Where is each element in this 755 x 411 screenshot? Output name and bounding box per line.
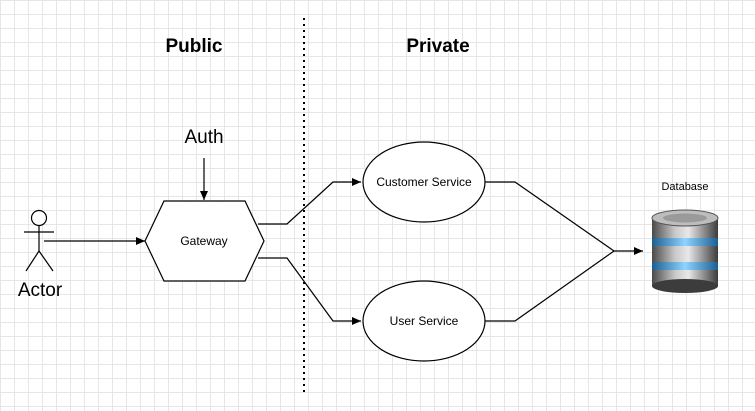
stick-figure-icon — [24, 209, 54, 272]
gateway-to-user-arrow — [258, 257, 361, 325]
customer-service-label: Customer Service — [376, 175, 472, 189]
database-label: Database — [661, 181, 708, 193]
auth-label: Auth — [184, 127, 223, 148]
user-service-label: User Service — [390, 314, 459, 328]
user-to-database-edge — [485, 250, 615, 322]
gateway-hexagon — [144, 200, 265, 282]
gateway-to-customer-arrow — [258, 178, 361, 225]
database-cylinder-icon — [651, 209, 719, 293]
gateway-label: Gateway — [180, 234, 227, 248]
actor-label: Actor — [18, 280, 63, 301]
private-zone-title: Private — [406, 36, 469, 57]
customer-to-database-edge — [485, 181, 615, 252]
public-zone-title: Public — [165, 36, 222, 57]
